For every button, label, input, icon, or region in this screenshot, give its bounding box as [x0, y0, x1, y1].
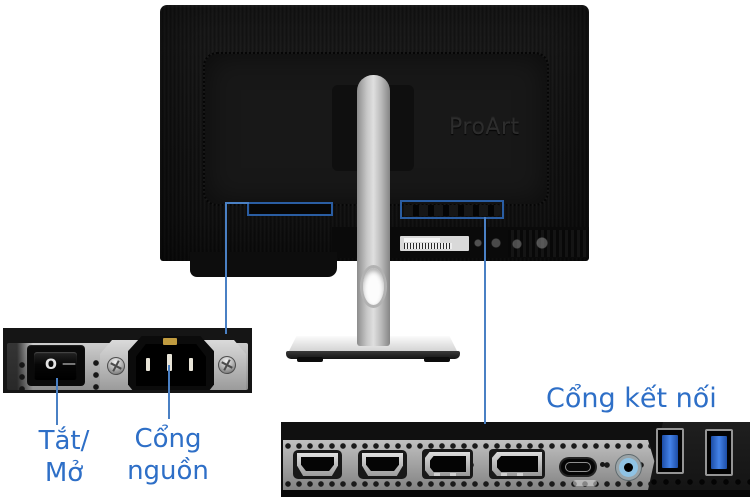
switch-label: Tắt/ Mở — [24, 425, 104, 489]
switch-off-symbol: O — [45, 357, 57, 373]
audio-jack — [615, 454, 642, 481]
callout-line-switch — [56, 378, 58, 425]
ports-section-photo — [281, 422, 750, 497]
highlight-box-power — [247, 202, 333, 216]
callout-line-power-vertical — [225, 202, 227, 334]
dp-contact — [434, 473, 440, 476]
power-inlet-shadow — [250, 204, 332, 215]
io-panel — [283, 440, 663, 490]
power-port-label: Cổng nguồn — [123, 423, 213, 487]
callout-line-inlet — [168, 365, 170, 419]
sticker-field — [404, 238, 440, 242]
hdmi-port-2 — [358, 450, 407, 479]
audio-jack-hole — [624, 463, 633, 472]
power-switch — [34, 352, 77, 380]
inlet-pin — [146, 358, 150, 371]
usb-a-tab — [711, 436, 727, 469]
usb-a-tab — [662, 435, 678, 468]
inlet-ground-tab — [163, 338, 177, 345]
stand-foot — [424, 357, 450, 362]
stand-foot — [297, 357, 323, 362]
barcode — [404, 243, 452, 249]
usb-c-connector — [565, 462, 591, 472]
certification-marks — [472, 235, 558, 251]
callout-line-power-horizontal — [225, 202, 249, 204]
switch-on-symbol: — — [62, 356, 76, 372]
monitor-chin — [190, 252, 337, 277]
ports-label: Cổng kết nối — [546, 383, 717, 414]
hdmi-slot — [366, 457, 399, 471]
inlet-pin — [167, 354, 172, 371]
dp-slot — [497, 456, 538, 472]
cable-management-hole — [360, 265, 387, 308]
displayport-1 — [422, 449, 473, 479]
hdmi-slot — [301, 457, 334, 471]
dp-contact — [501, 473, 507, 476]
service-slot — [573, 480, 597, 486]
spec-sticker — [400, 236, 469, 251]
dp-contact — [450, 473, 456, 476]
proart-logo: ProArt — [449, 115, 520, 140]
hdmi-port-1 — [293, 450, 342, 479]
dp-slot — [430, 456, 466, 472]
dp-contact — [517, 473, 523, 476]
usb-a-port-1 — [656, 428, 684, 474]
callout-line-ports — [484, 217, 486, 424]
panel-bottom-edge — [281, 490, 750, 497]
inlet-pin — [189, 358, 193, 371]
highlight-box-ports — [400, 200, 504, 219]
switch-label-line2: Mở — [44, 458, 84, 488]
power-port-label-line1: Cổng — [134, 424, 202, 454]
power-port-label-line2: nguồn — [127, 456, 209, 486]
displayport-2 — [489, 449, 545, 479]
stand-base-front — [286, 351, 460, 359]
port-row-shadow — [404, 205, 500, 216]
switch-label-line1: Tắt/ — [38, 426, 90, 456]
panel-hole — [600, 462, 605, 467]
power-section-photo: O — — [3, 328, 252, 393]
usb-a-port-2 — [705, 429, 733, 476]
usb-c-port — [561, 459, 595, 475]
